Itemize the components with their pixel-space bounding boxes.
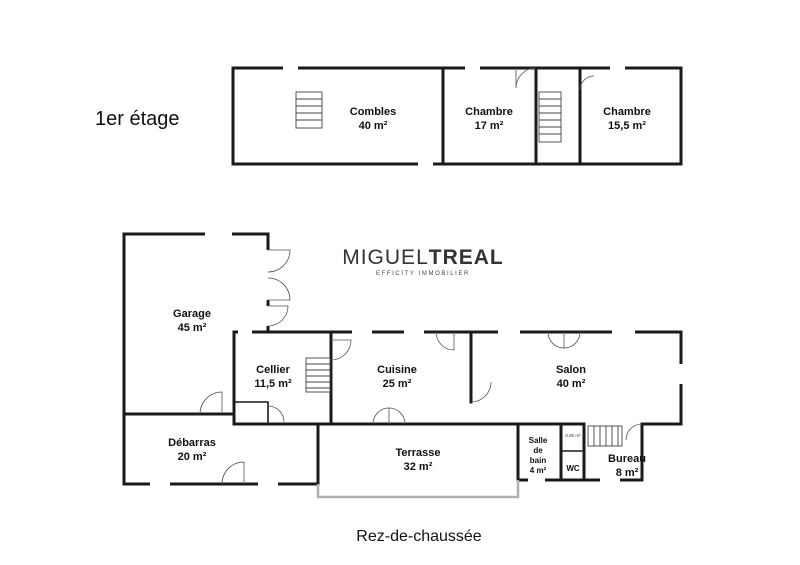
ground-doors — [199, 249, 643, 485]
room-area-terrasse: 32 m² — [404, 461, 433, 473]
room-name-combles: Combles — [350, 106, 396, 118]
room-area-chambre-1: 17 m² — [475, 120, 504, 132]
room-name-sdb-1: Salle — [529, 436, 548, 445]
brand-tagline: EFFICITY IMMOBILIER — [376, 271, 470, 277]
upper-stairs-combles — [295, 91, 323, 129]
terrace-outline — [316, 480, 520, 499]
room-area-cuisine: 25 m² — [383, 378, 412, 390]
room-name-terrasse: Terrasse — [395, 447, 440, 459]
upper-floor-walls — [231, 66, 683, 166]
room-area-debarras: 20 m² — [178, 451, 207, 463]
room-name-bureau: Bureau — [608, 453, 646, 465]
ground-floor-walls — [122, 232, 683, 486]
ground-stairs-bureau — [587, 425, 623, 447]
svg-text:MIGUELTREAL: MIGUELTREAL — [342, 246, 504, 269]
ground-floor-label: Rez-de-chaussée — [356, 528, 482, 545]
room-name-chambre-1: Chambre — [465, 106, 513, 118]
ground-stairs-cellier — [305, 357, 331, 393]
room-name-garage: Garage — [173, 308, 211, 320]
upper-stairs-landing — [538, 91, 562, 143]
room-area-cellier: 11,5 m² — [254, 378, 292, 390]
room-name-chambre-2: Chambre — [603, 106, 651, 118]
room-area-salon: 40 m² — [557, 378, 586, 390]
upper-floor-label: 1er étage — [95, 108, 180, 130]
room-name-debarras: Débarras — [168, 437, 216, 449]
room-area-bureau: 8 m² — [616, 467, 639, 479]
room-name-sdb-2: de — [533, 446, 543, 455]
room-name-wc: WC — [566, 464, 580, 473]
room-area-garage: 45 m² — [178, 322, 207, 334]
brand-name-bold: TREAL — [429, 246, 504, 269]
brand-name-light: MIGUEL — [342, 246, 429, 269]
room-area-closet-small: 0,80 m² — [565, 433, 581, 438]
room-name-sdb-3: bain — [530, 456, 547, 465]
room-name-salon: Salon — [556, 364, 586, 376]
room-area-chambre-2: 15,5 m² — [608, 120, 646, 132]
room-name-cellier: Cellier — [256, 364, 290, 376]
room-area-sdb: 4 m² — [530, 466, 547, 475]
room-area-combles: 40 m² — [359, 120, 388, 132]
brand-logo: MIGUELTREAL EFFICITY IMMOBILIER — [342, 246, 504, 277]
room-name-cuisine: Cuisine — [377, 364, 417, 376]
